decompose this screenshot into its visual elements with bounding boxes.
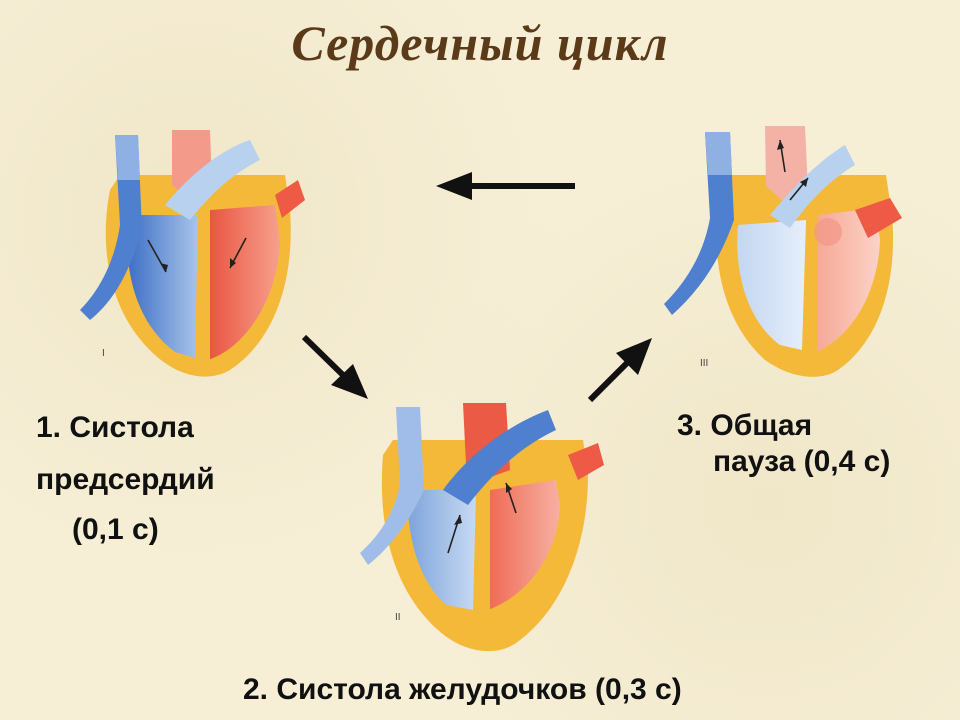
phase-3-label-line1: 3. Общая: [677, 409, 813, 442]
phase-1-label-line3: (0,1 с): [72, 513, 159, 546]
phase-numeral-1: I: [102, 348, 105, 359]
arrow-icon: [587, 338, 652, 403]
page-title: Сердечный цикл: [291, 15, 669, 71]
phase-numeral-2: II: [395, 612, 401, 623]
heart-diastole-icon: [664, 126, 902, 377]
phase-numeral-3: III: [700, 358, 709, 369]
phase-1-label-line1: 1. Систола: [36, 411, 194, 444]
heart-ventricular-systole-icon: [360, 403, 604, 652]
phase-2-label: 2. Систола желудочков (0,3 с): [243, 673, 682, 706]
arrow-icon: [436, 172, 575, 200]
heart-atrial-systole-icon: [80, 130, 305, 377]
phase-3-label-line2: пауза (0,4 с): [713, 445, 891, 478]
phase-1-label-line2: предсердий: [36, 463, 215, 496]
